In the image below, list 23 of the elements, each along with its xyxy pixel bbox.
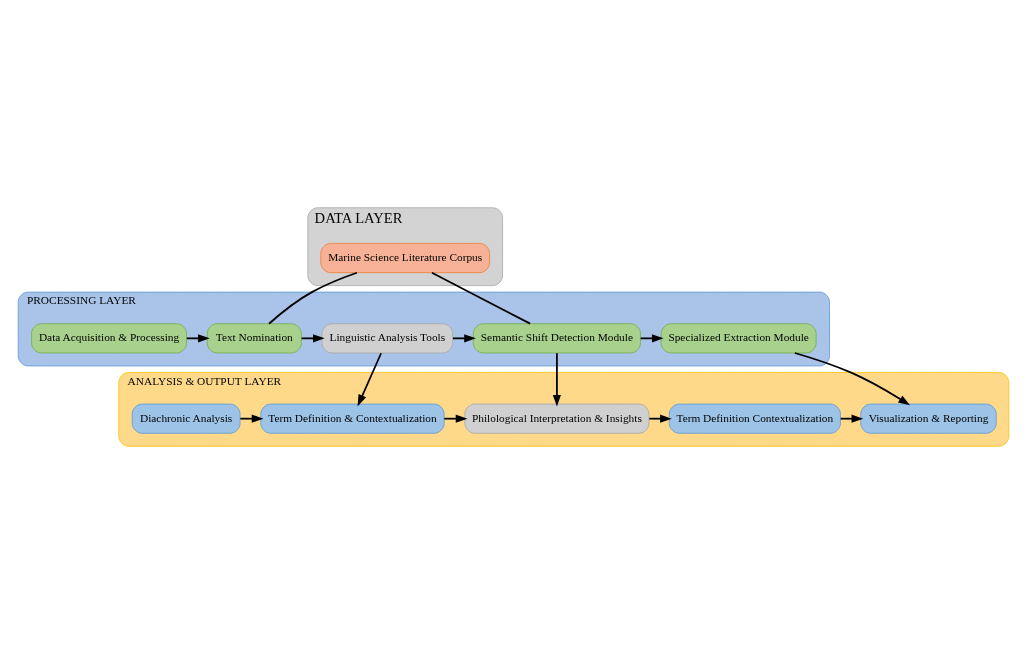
node-box: Semantic Shift Detection Module — [472, 322, 641, 353]
node-box: Specialized Extraction Module — [660, 322, 817, 353]
node-box: Data Acquisition & Processing — [31, 322, 187, 353]
arrow — [239, 414, 264, 423]
connector — [268, 271, 358, 325]
arrow — [839, 414, 864, 423]
node-box: Diachronic Analysis — [131, 403, 241, 434]
node-box: Marine Science Literature Corpus — [320, 242, 490, 273]
arrow — [793, 351, 910, 405]
node-box: Visualization & Reporting — [860, 403, 997, 434]
arrow — [185, 333, 210, 342]
node-box: Term Definition Contextualization — [668, 403, 841, 434]
arrow — [639, 333, 664, 342]
arrow — [452, 333, 476, 342]
node-box: Linguistic Analysis Tools — [321, 322, 454, 353]
node-box: Term Definition & Contextualization — [260, 403, 445, 434]
connector — [431, 271, 532, 325]
arrow — [443, 414, 468, 423]
arrow — [552, 351, 561, 407]
node-box: Philological Interpretation & Insights — [464, 403, 650, 434]
arrow — [300, 333, 325, 342]
arrow — [648, 414, 672, 423]
node-box: Text Nomination — [206, 322, 302, 353]
